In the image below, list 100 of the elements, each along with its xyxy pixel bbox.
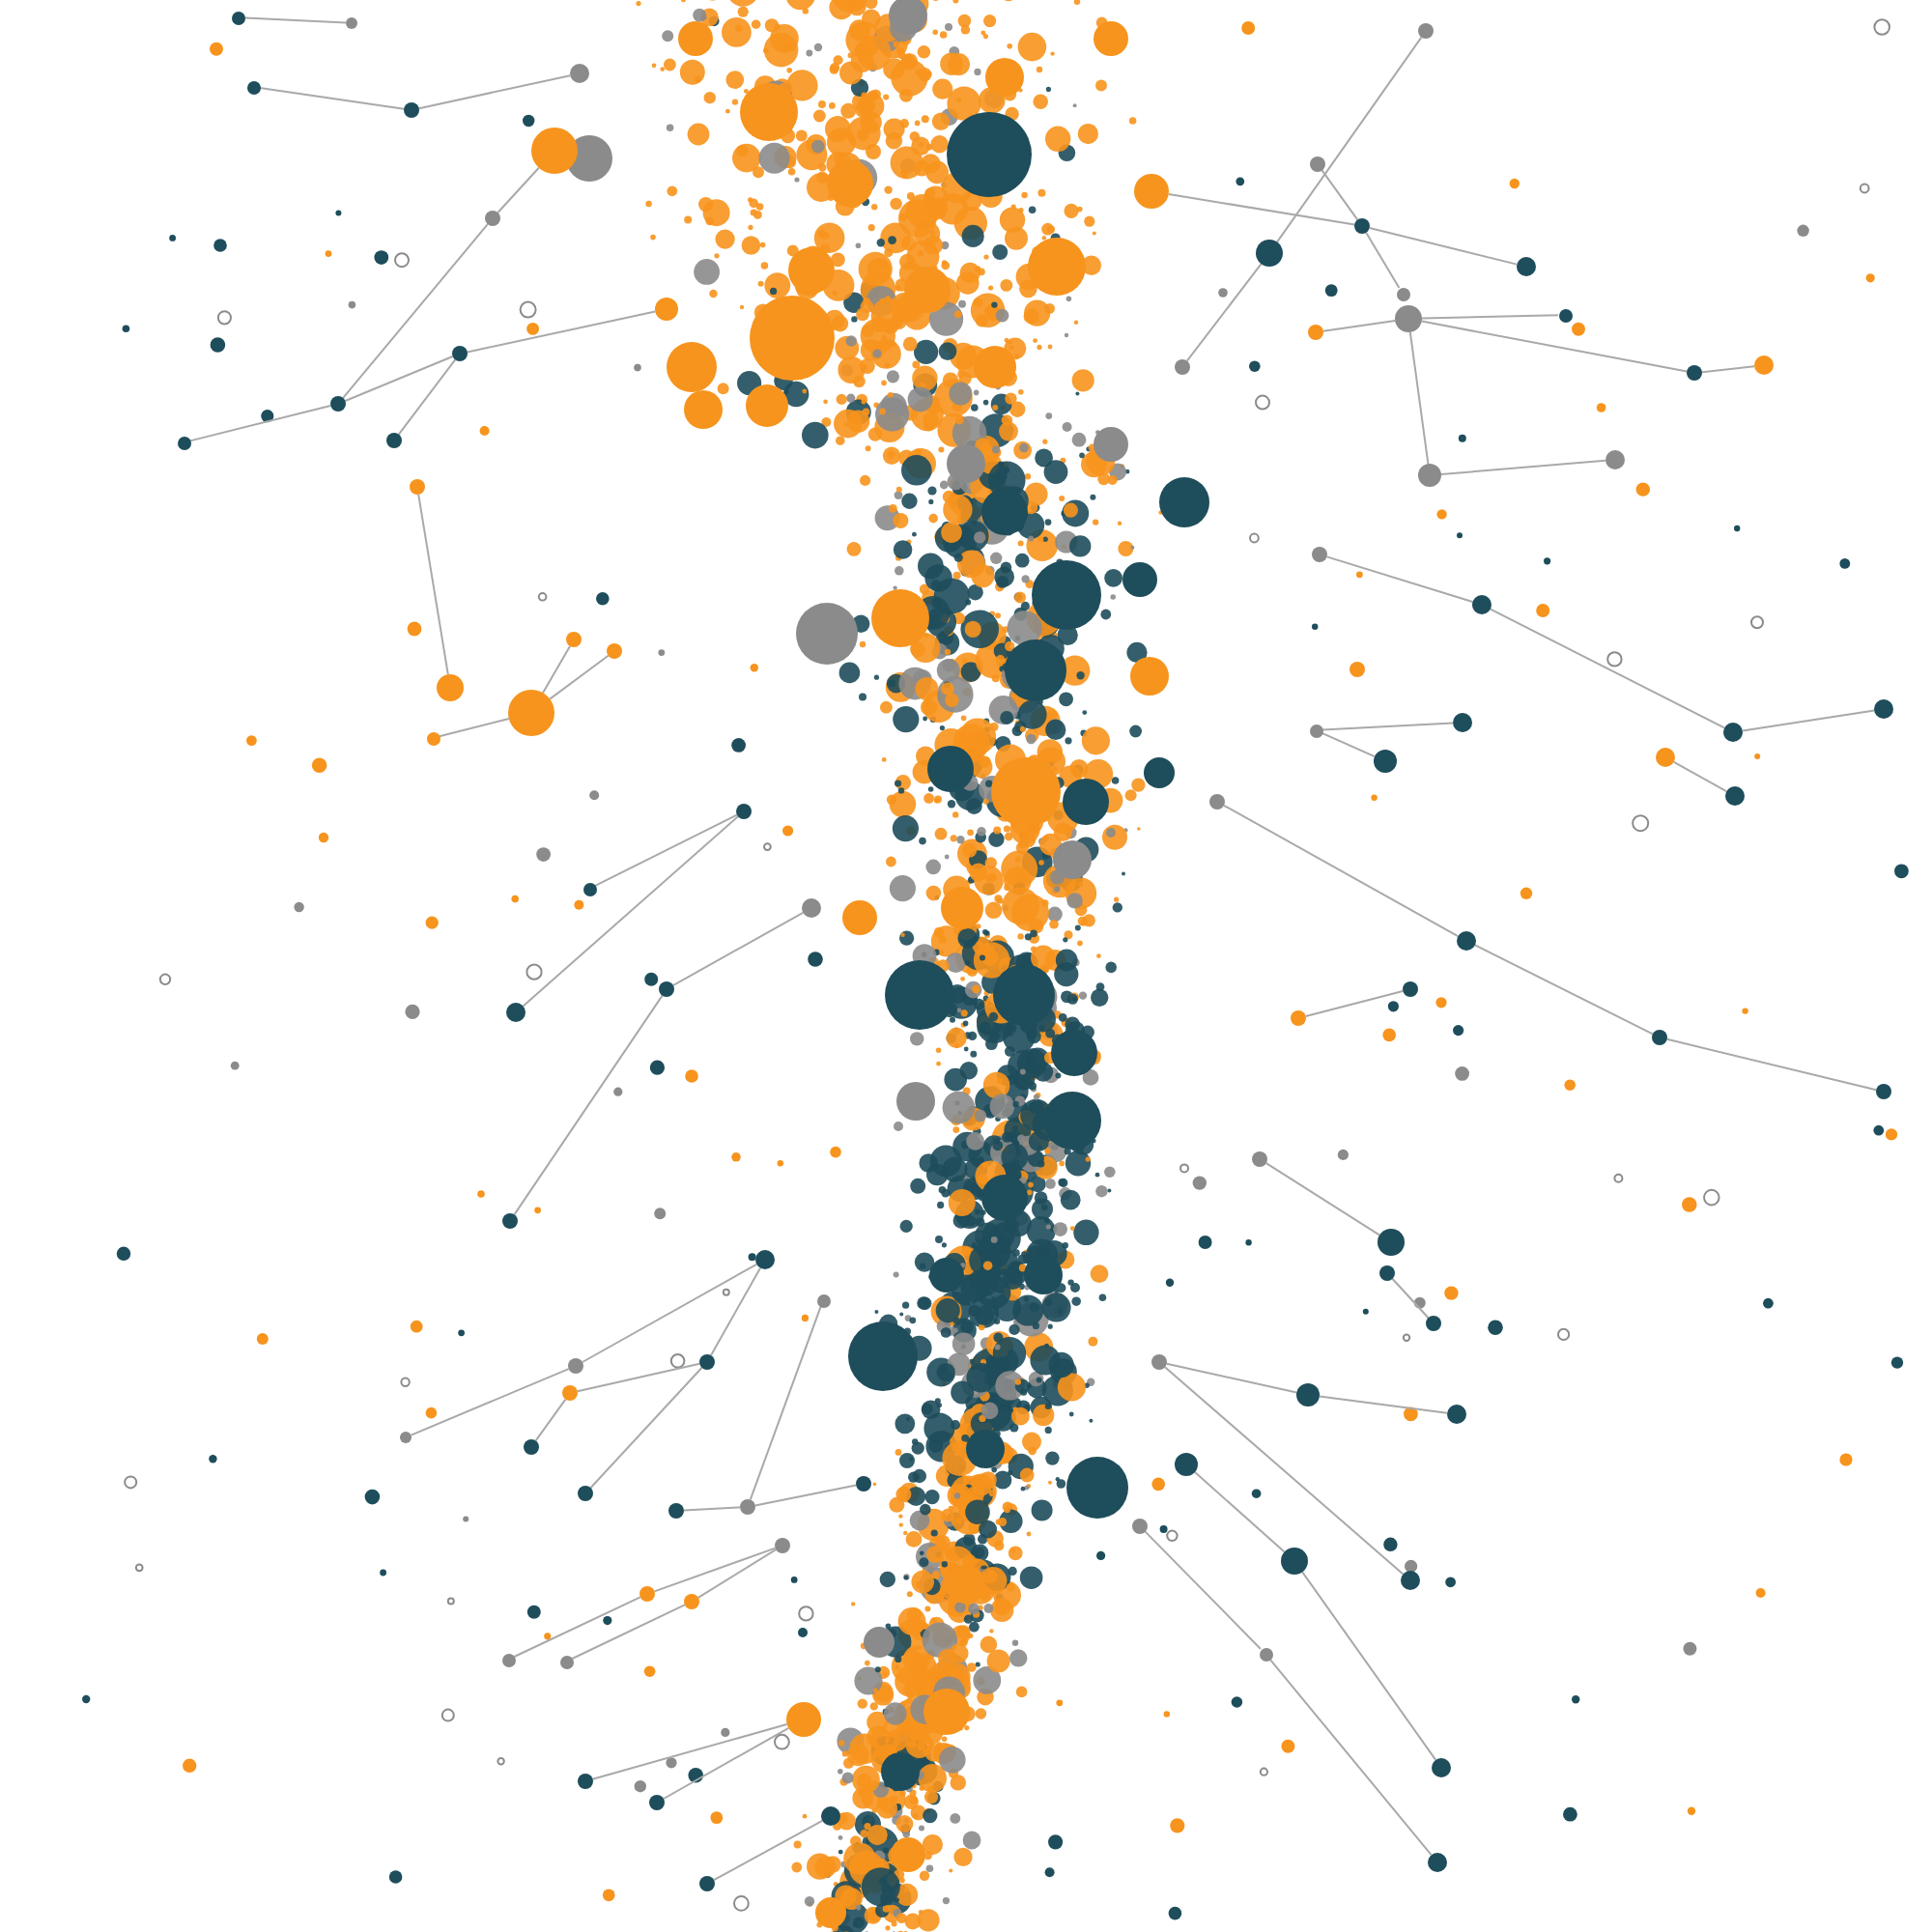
network-node bbox=[1418, 464, 1441, 487]
network-node bbox=[699, 1354, 715, 1370]
connector-line bbox=[1391, 1277, 1430, 1320]
network-node bbox=[1310, 156, 1325, 172]
network-node bbox=[570, 64, 589, 83]
connector-line bbox=[1741, 709, 1876, 732]
network-node bbox=[1432, 1758, 1451, 1777]
network-node bbox=[231, 11, 244, 24]
network-node bbox=[1401, 1571, 1420, 1590]
connector-line bbox=[417, 493, 449, 676]
connector-line bbox=[696, 1548, 778, 1599]
network-node bbox=[1652, 1030, 1667, 1045]
connector-line bbox=[397, 358, 457, 436]
network-node bbox=[437, 674, 464, 701]
network-node bbox=[1296, 1383, 1320, 1406]
network-node bbox=[506, 1003, 526, 1022]
connector-line bbox=[513, 1596, 641, 1658]
network-node bbox=[1426, 1316, 1441, 1331]
network-node bbox=[1175, 359, 1190, 375]
network-node bbox=[566, 632, 582, 647]
network-node bbox=[1259, 1647, 1272, 1661]
network-node bbox=[1396, 287, 1409, 300]
network-node bbox=[740, 1499, 755, 1515]
network-node bbox=[578, 1774, 593, 1789]
network-node bbox=[582, 882, 596, 895]
connector-line bbox=[713, 1819, 824, 1882]
connector-line bbox=[1440, 459, 1606, 475]
connector-line bbox=[513, 994, 664, 1216]
network-node bbox=[668, 1503, 684, 1519]
network-node bbox=[1725, 786, 1745, 806]
connector-line bbox=[1185, 263, 1263, 362]
network-node bbox=[1656, 748, 1675, 767]
network-node bbox=[1378, 1229, 1405, 1256]
connector-line bbox=[1276, 36, 1423, 243]
connector-line bbox=[582, 1263, 758, 1363]
connector-line bbox=[1321, 731, 1376, 758]
connector-line bbox=[243, 16, 347, 24]
connector-line bbox=[576, 1362, 701, 1393]
connector-line bbox=[342, 223, 489, 399]
network-node bbox=[1418, 23, 1434, 39]
connector-line bbox=[1420, 320, 1689, 373]
network-node bbox=[775, 1538, 790, 1553]
network-node bbox=[821, 1806, 840, 1826]
network-node bbox=[649, 1795, 665, 1810]
connector-line bbox=[259, 87, 405, 110]
connector-line bbox=[1408, 330, 1430, 466]
connector-line bbox=[417, 74, 572, 110]
network-node bbox=[1132, 1519, 1148, 1534]
network-node bbox=[1453, 713, 1472, 732]
network-node bbox=[1723, 723, 1743, 742]
network-node bbox=[330, 396, 346, 412]
connector-line bbox=[549, 654, 610, 700]
network-node bbox=[578, 1486, 593, 1501]
network-node bbox=[531, 128, 578, 174]
connector-line bbox=[1665, 1037, 1878, 1092]
network-node bbox=[502, 1213, 518, 1229]
network-node bbox=[1312, 547, 1327, 562]
network-node bbox=[1517, 257, 1536, 276]
connector-line bbox=[1321, 169, 1359, 221]
network-node bbox=[562, 1385, 578, 1401]
network-node bbox=[816, 1293, 830, 1307]
network-node bbox=[1447, 1405, 1466, 1424]
network-node bbox=[1457, 931, 1476, 951]
network-node bbox=[684, 1594, 699, 1609]
network-node bbox=[346, 17, 357, 29]
connector-line bbox=[1322, 320, 1397, 332]
network-node bbox=[386, 433, 402, 448]
connector-line bbox=[749, 1305, 822, 1501]
connector-line bbox=[1490, 608, 1725, 729]
network-node bbox=[1209, 794, 1225, 810]
connector-line bbox=[1474, 944, 1654, 1036]
network-node bbox=[1754, 355, 1774, 375]
connector-line bbox=[1164, 1366, 1405, 1576]
network-node bbox=[1874, 699, 1893, 719]
network-node bbox=[485, 211, 500, 226]
connector-line bbox=[710, 1266, 761, 1356]
connector-line bbox=[542, 645, 571, 695]
network-node bbox=[1308, 325, 1323, 340]
network-node bbox=[568, 1358, 583, 1374]
network-node bbox=[1605, 450, 1625, 469]
connector-line bbox=[591, 1723, 788, 1780]
network-node bbox=[1175, 1453, 1198, 1476]
network-node bbox=[559, 1655, 573, 1668]
connector-line bbox=[663, 1726, 790, 1800]
network-node bbox=[755, 1250, 775, 1269]
connector-line bbox=[1368, 227, 1519, 266]
network-node bbox=[524, 1439, 539, 1455]
network-node bbox=[1151, 1354, 1167, 1370]
connector-line bbox=[1301, 1571, 1437, 1761]
connector-line bbox=[594, 813, 738, 887]
network-node bbox=[1281, 1548, 1308, 1575]
connector-line bbox=[1365, 231, 1401, 289]
connector-line bbox=[410, 1368, 570, 1436]
network-node bbox=[856, 1476, 871, 1492]
network-node bbox=[1309, 724, 1322, 737]
network-node bbox=[1876, 1084, 1891, 1099]
connector-line bbox=[1321, 722, 1454, 731]
connector-line bbox=[683, 1506, 741, 1512]
connector-line bbox=[1144, 1530, 1262, 1650]
network-node bbox=[1374, 750, 1397, 773]
